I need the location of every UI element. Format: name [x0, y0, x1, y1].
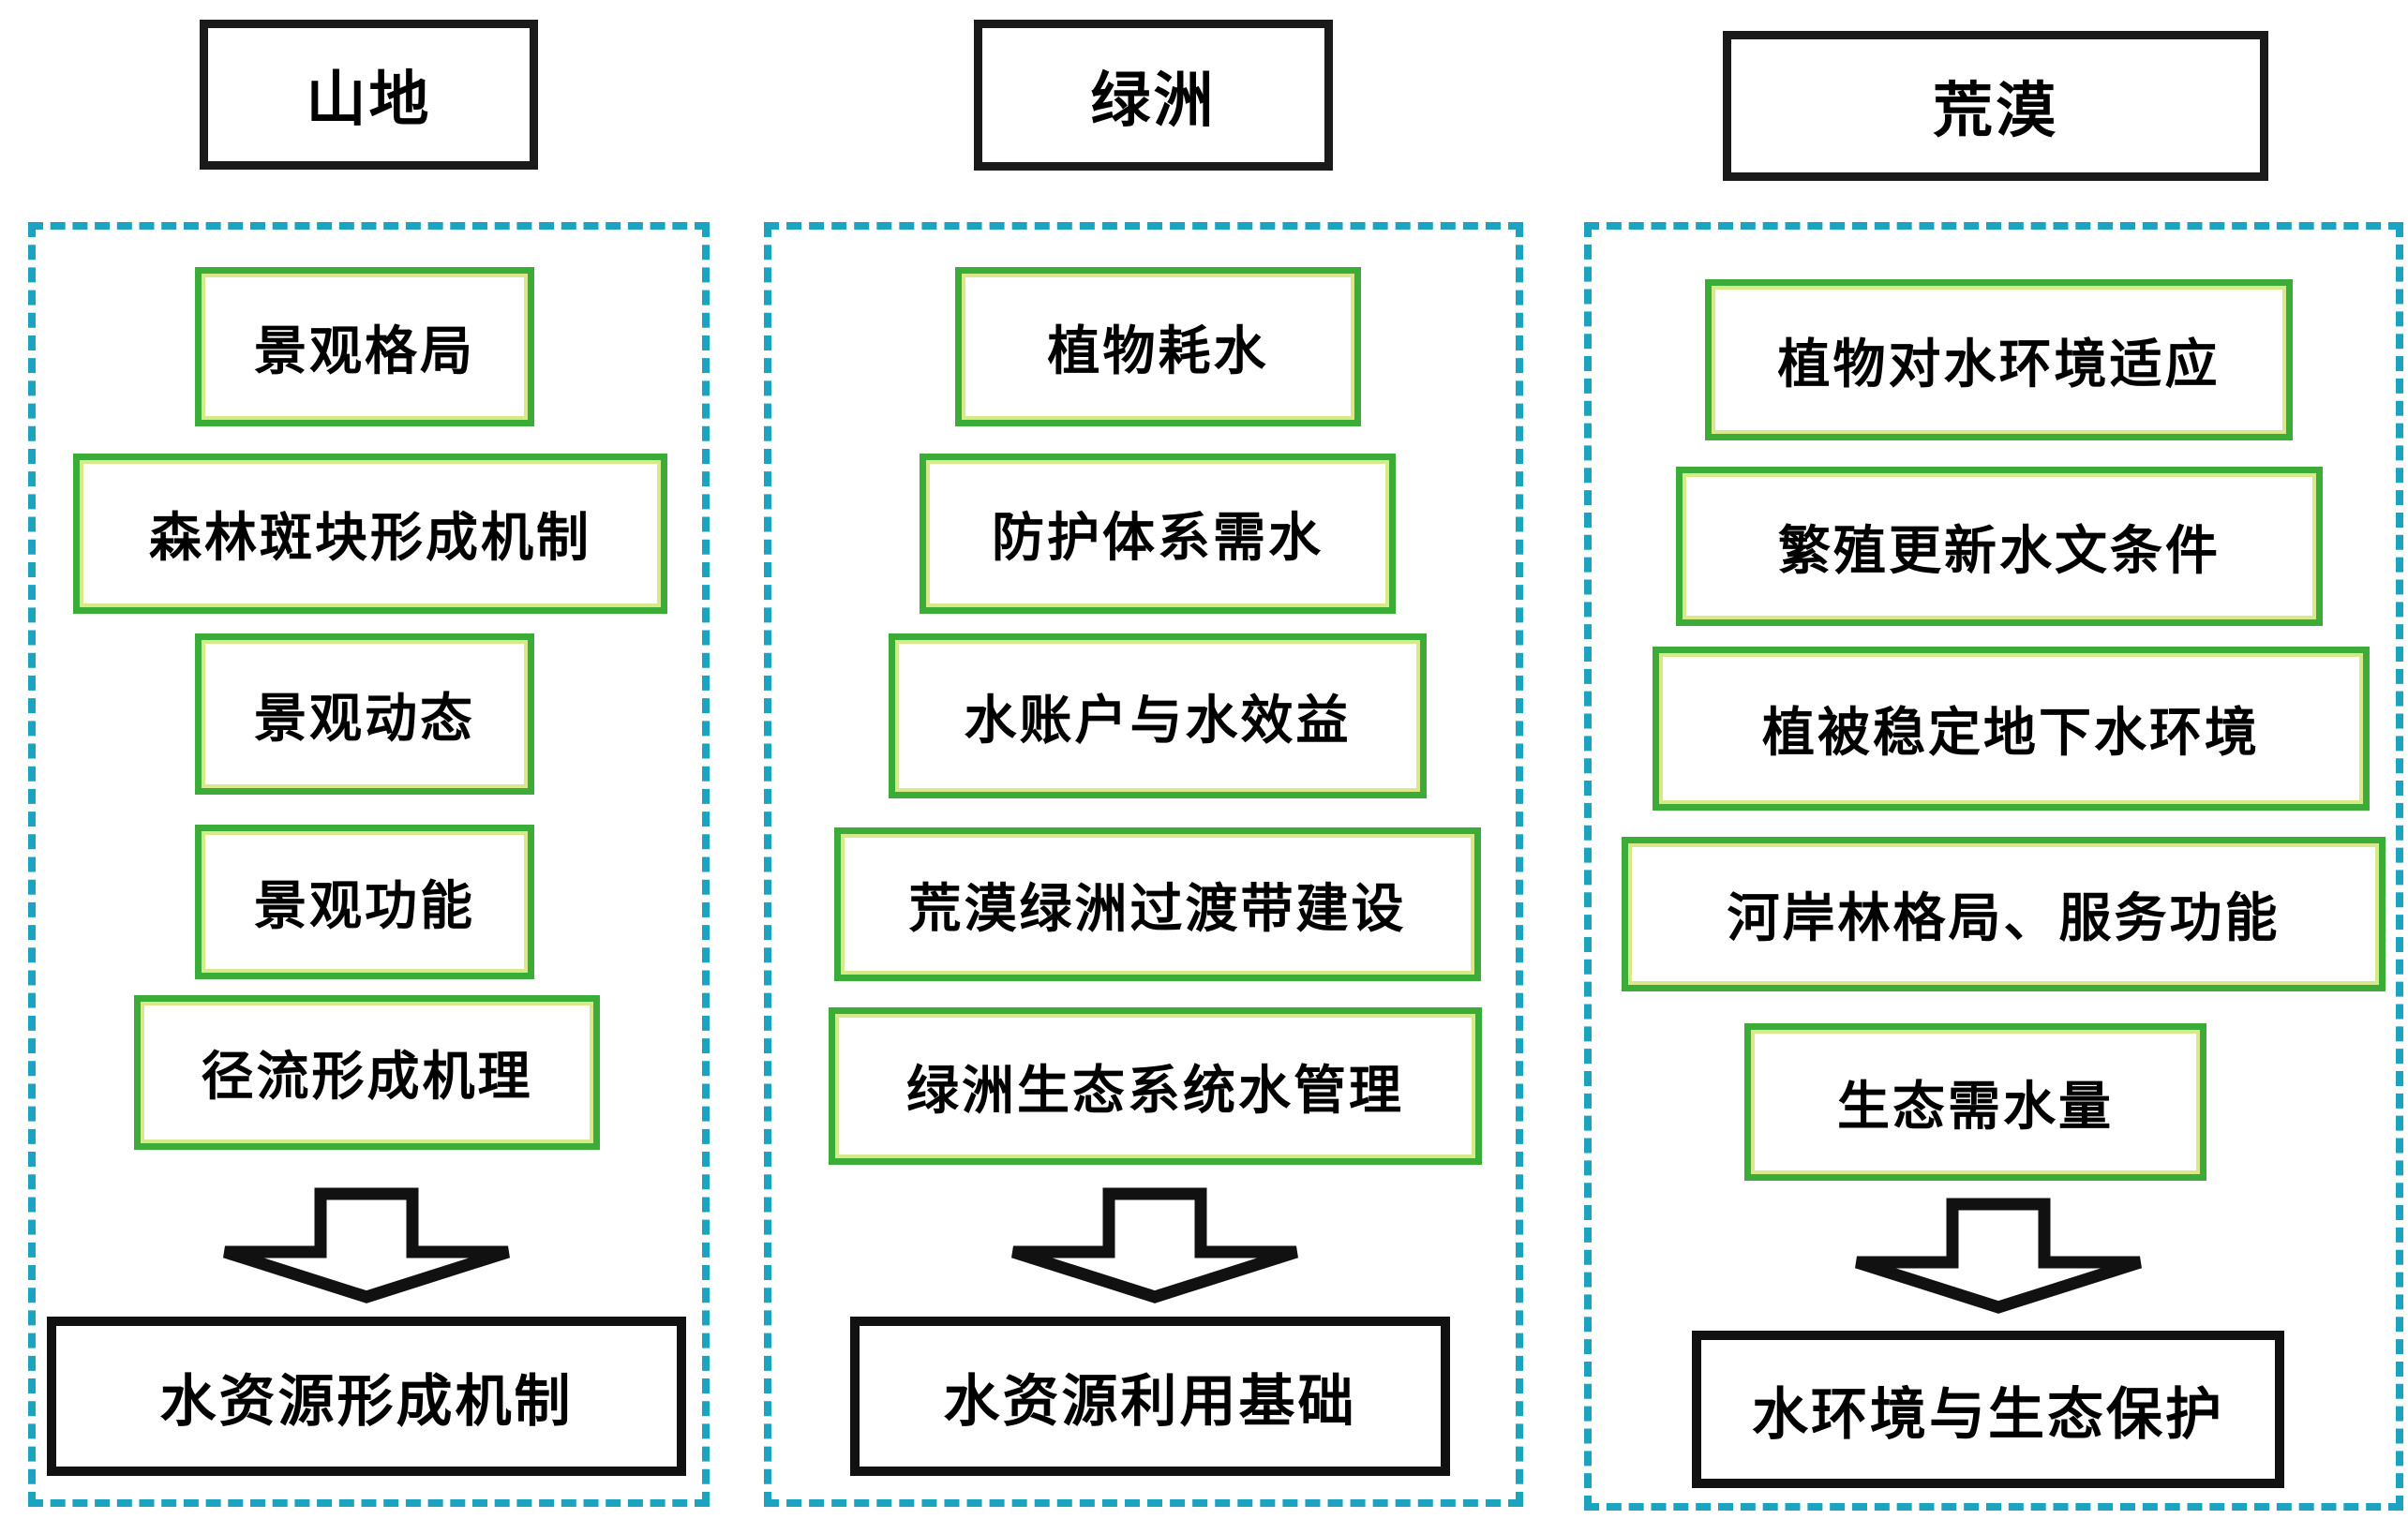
mountain-header-box: 山地	[200, 20, 538, 170]
oasis-header-box: 绿洲	[974, 20, 1333, 171]
oasis-header-label: 绿洲	[1090, 67, 1217, 134]
oasis-topic-box: 荒漠绿洲过渡带建设	[834, 827, 1481, 981]
down-arrow-icon	[1855, 1198, 2142, 1314]
mountain-topic-box: 景观功能	[195, 825, 534, 979]
desert-topic-label: 植被稳定地下水环境	[1762, 705, 2260, 763]
mountain-topic-box: 径流形成机理	[134, 995, 600, 1150]
desert-header-box: 荒漠	[1723, 31, 2268, 181]
mountain-topic-label: 森林斑块形成机制	[149, 510, 591, 568]
desert-result-label: 水环境与生态保护	[1752, 1383, 2224, 1446]
desert-topic-label: 河岸林格局、服务功能	[1727, 890, 2281, 948]
desert-dashed-panel	[1584, 222, 2403, 1511]
oasis-dashed-panel	[764, 222, 1523, 1507]
oasis-topic-box: 植物耗水	[955, 267, 1361, 426]
oasis-result-label: 水资源利用基础	[943, 1370, 1357, 1433]
mountain-result-box: 水资源形成机制	[47, 1317, 686, 1476]
mountain-topic-box: 森林斑块形成机制	[73, 454, 667, 614]
desert-topic-box: 繁殖更新水文条件	[1676, 467, 2323, 626]
oasis-topic-label: 绿洲生态系统水管理	[906, 1062, 1404, 1121]
desert-topic-box: 河岸林格局、服务功能	[1622, 837, 2386, 991]
mountain-topic-box: 景观格局	[195, 267, 534, 426]
oasis-topic-label: 防护体系需水	[992, 510, 1324, 568]
mountain-topic-label: 景观格局	[254, 322, 475, 381]
desert-topic-label: 植物对水环境适应	[1777, 335, 2221, 395]
mountain-topic-label: 景观动态	[254, 690, 475, 749]
mountain-topic-box: 景观动态	[195, 633, 534, 795]
oasis-topic-label: 荒漠绿洲过渡带建设	[908, 880, 1407, 939]
desert-topic-label: 生态需水量	[1837, 1078, 2114, 1137]
desert-topic-box: 植被稳定地下水环境	[1653, 647, 2370, 811]
mountain-topic-label: 景观功能	[254, 878, 475, 936]
desert-result-box: 水环境与生态保护	[1692, 1331, 2284, 1488]
down-arrow-icon	[223, 1187, 510, 1303]
mountain-header-label: 山地	[306, 67, 432, 133]
desert-topic-label: 繁殖更新水文条件	[1778, 522, 2221, 581]
oasis-topic-box: 水账户与水效益	[889, 633, 1427, 798]
desert-topic-box: 生态需水量	[1744, 1023, 2206, 1181]
oasis-topic-label: 植物耗水	[1047, 322, 1269, 381]
desert-header-label: 荒漠	[1933, 78, 2058, 144]
desert-topic-box: 植物对水环境适应	[1705, 279, 2293, 440]
oasis-topic-box: 绿洲生态系统水管理	[829, 1007, 1482, 1165]
down-arrow-icon	[1011, 1187, 1298, 1303]
mountain-topic-label: 径流形成机理	[201, 1049, 533, 1107]
oasis-result-box: 水资源利用基础	[850, 1317, 1450, 1476]
oasis-topic-label: 水账户与水效益	[964, 692, 1352, 751]
oasis-topic-box: 防护体系需水	[920, 454, 1396, 614]
mountain-result-label: 水资源形成机制	[159, 1370, 574, 1433]
mountain-dashed-panel	[28, 222, 710, 1507]
